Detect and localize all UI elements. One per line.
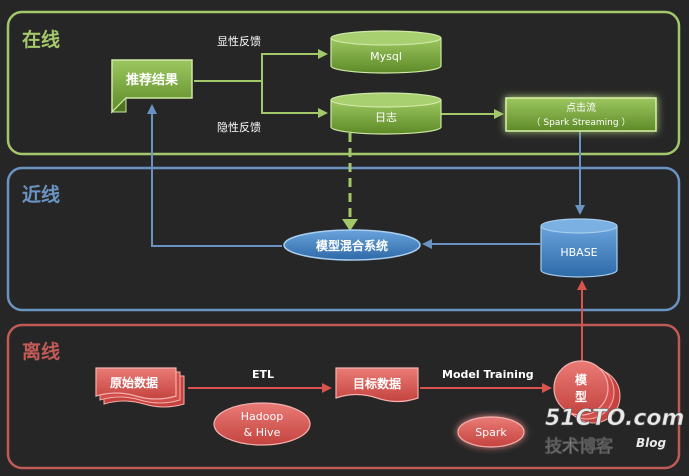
click-stream-node: 点击流 （ Spark Streaming ） — [505, 97, 657, 132]
online-zone-label: 在线 — [22, 28, 60, 51]
click-stream-sublabel: （ Spark Streaming ） — [532, 117, 631, 128]
hbase-label: HBASE — [560, 246, 597, 259]
model-mix-node: 模型混合系统 — [283, 229, 421, 261]
mysql-cylinder: Mysql — [330, 30, 442, 74]
model-node: 模 型 — [553, 360, 621, 424]
watermark-blog: Blog — [636, 436, 667, 450]
hbase-cylinder: HBASE — [540, 218, 618, 278]
nearline-zone — [6, 166, 681, 312]
target-data-node: 目标数据 — [335, 367, 419, 403]
spark-node: Spark — [457, 416, 525, 448]
edge-log-modelmix-arrowhead — [342, 219, 358, 231]
hadoop-hive-node: Hadoop & Hive — [213, 402, 311, 446]
click-stream-label: 点击流 — [566, 101, 596, 114]
explicit-feedback-label: 显性反馈 — [217, 34, 261, 48]
log-label: 日志 — [375, 111, 397, 124]
recommend-result-label: 推荐结果 — [126, 72, 178, 88]
hadoop-label: Hadoop — [241, 410, 283, 423]
watermark-logo: 51CTO.com 技术博客 Blog — [545, 406, 685, 458]
model-mix-label: 模型混合系统 — [316, 238, 388, 253]
log-cylinder: 日志 — [330, 92, 442, 135]
mysql-label: Mysql — [370, 50, 402, 63]
etl-label: ETL — [252, 368, 274, 381]
offline-zone — [6, 323, 681, 470]
target-data-label: 目标数据 — [353, 376, 401, 391]
model-label-2: 型 — [575, 389, 587, 404]
model-training-label: Model Training — [442, 368, 534, 381]
offline-zone-label: 离线 — [22, 340, 60, 363]
spark-label: Spark — [475, 426, 507, 439]
online-zone — [6, 10, 681, 156]
model-label-1: 模 — [575, 372, 588, 387]
watermark-sub: 技术博客 — [545, 436, 614, 457]
edge-explicit-feedback — [194, 49, 328, 82]
watermark-site: 51CTO.com — [545, 406, 684, 431]
raw-data-label: 原始数据 — [110, 375, 158, 390]
edge-implicit-feedback — [194, 80, 328, 118]
hive-label: & Hive — [244, 426, 281, 439]
raw-data-node: 原始数据 — [95, 367, 185, 408]
recommend-result-node: 推荐结果 — [110, 59, 193, 114]
implicit-feedback-label: 隐性反馈 — [217, 120, 261, 134]
nearline-zone-label: 近线 — [22, 183, 60, 206]
edge-modelmix-recommend — [147, 104, 282, 247]
